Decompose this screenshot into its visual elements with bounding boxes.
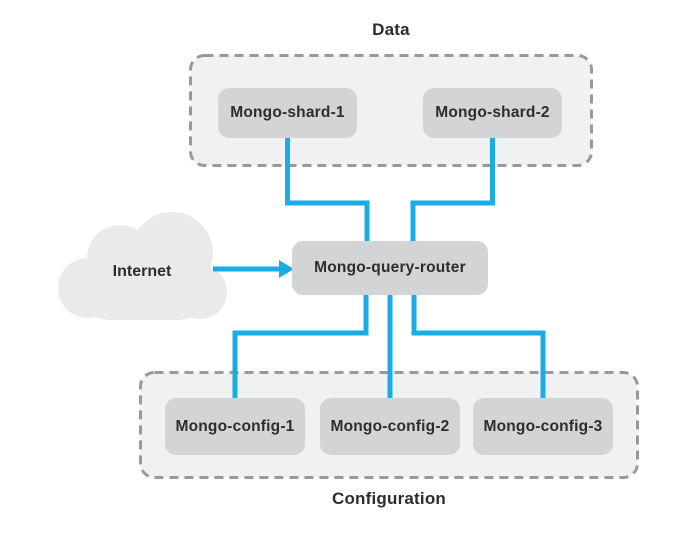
- node-mongo-config-2: Mongo-config-2: [320, 398, 460, 455]
- internet-label: Internet: [112, 263, 172, 280]
- node-mongo-config-3: Mongo-config-3: [473, 398, 613, 455]
- node-mongo-shard-2: Mongo-shard-2: [423, 88, 562, 138]
- connector-shard1-router: [285, 130, 370, 245]
- connector-router-config1: [232, 290, 369, 402]
- configuration-group-label: Configuration: [331, 489, 447, 508]
- node-mongo-query-router: Mongo-query-router: [292, 241, 488, 295]
- node-mongo-shard-1: Mongo-shard-1: [218, 88, 357, 138]
- connector-shard2-router: [410, 130, 495, 245]
- node-mongo-config-1: Mongo-config-1: [165, 398, 305, 455]
- connector-router-config3: [411, 290, 546, 402]
- data-group-label: Data: [372, 20, 410, 39]
